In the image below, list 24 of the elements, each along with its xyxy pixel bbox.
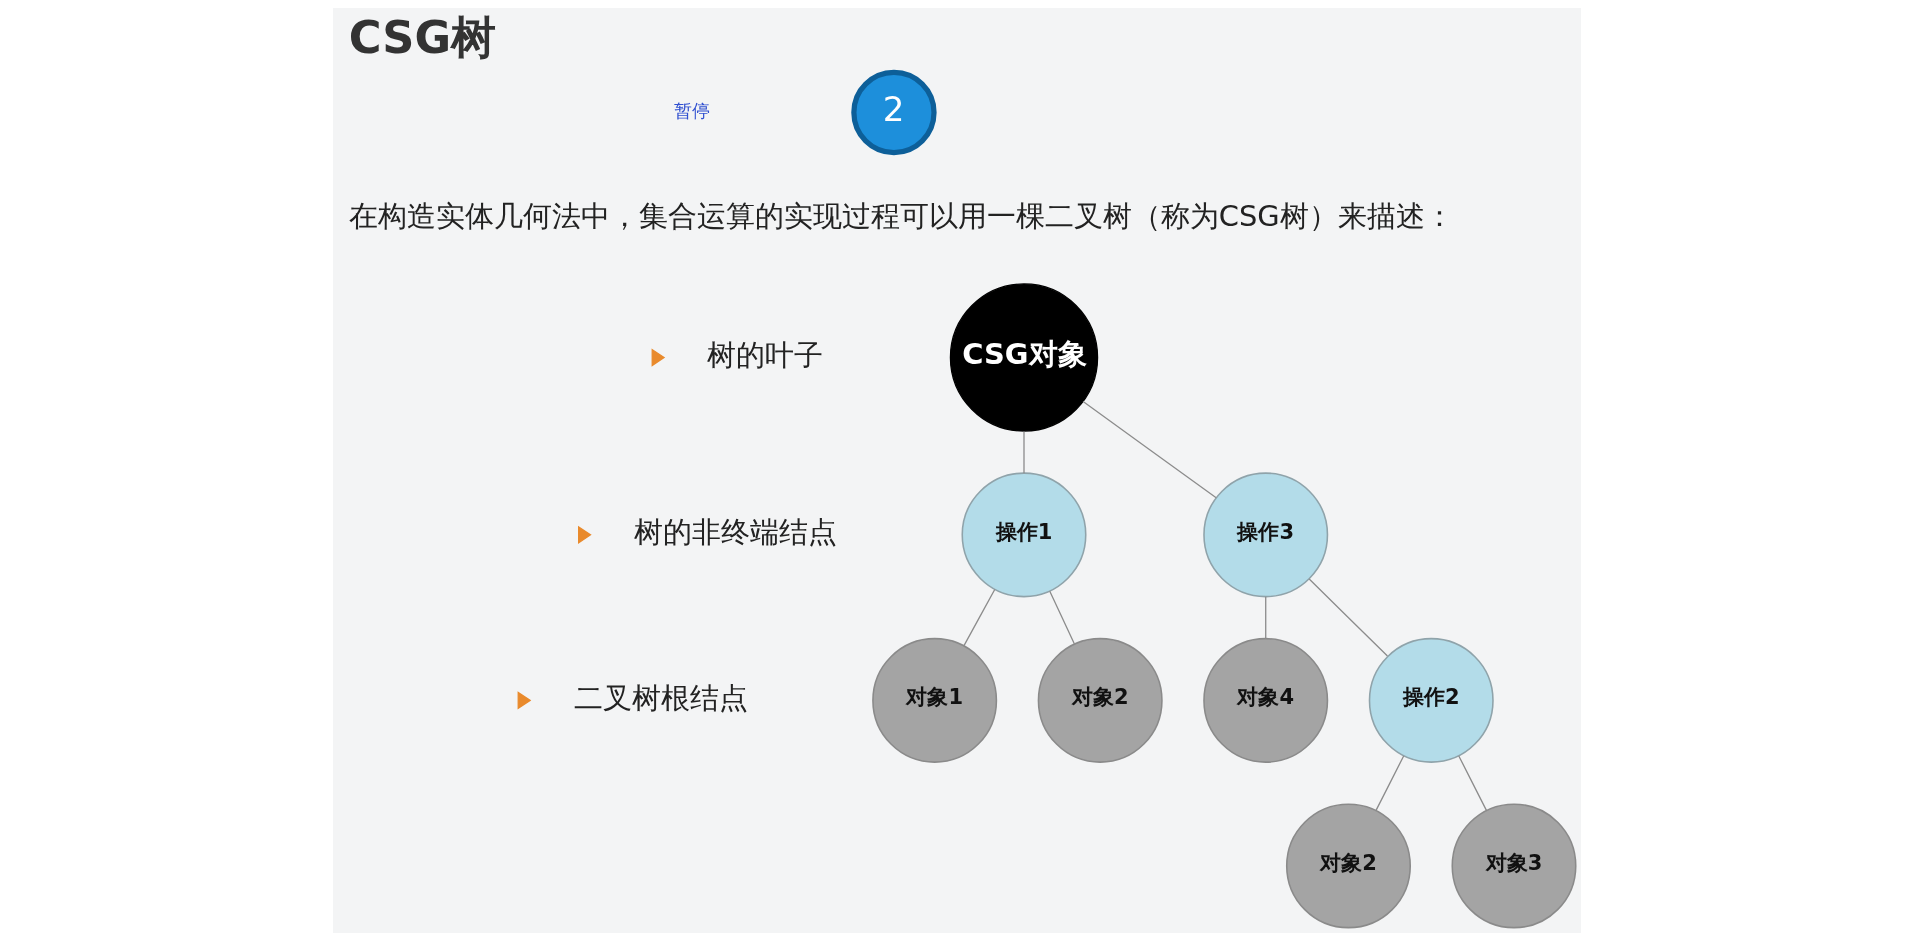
label: 在构造实体几何法中，集合运算的实现过程可以用一棵二叉树（称为CSG树）来描述： (348, 198, 1454, 233)
label: 二叉树根结点 (574, 680, 749, 715)
node-circle: 对象4 (1203, 637, 1329, 763)
node-circle: 操作1 (961, 472, 1087, 598)
node-circle: CSG对象 (949, 283, 1099, 432)
connector (1308, 578, 1389, 657)
connector (1375, 755, 1405, 812)
node-circle: 操作2 (1368, 637, 1494, 763)
diagram-title: CSG树 (348, 12, 497, 65)
label: 树的叶子 (707, 337, 824, 372)
label: 树的非终端结点 (634, 515, 838, 550)
connector (1458, 755, 1488, 812)
node-circle: 2 (851, 69, 937, 156)
connector (1023, 430, 1025, 474)
connector (1265, 596, 1267, 640)
connector (1049, 590, 1076, 645)
node-circle: 对象1 (872, 637, 998, 763)
node-circle: 对象3 (1451, 803, 1577, 929)
connector (963, 588, 996, 647)
node-circle: 对象2 (1037, 637, 1163, 763)
label: 暂停 (673, 100, 710, 122)
node-circle: 对象2 (1285, 803, 1411, 929)
node-circle: 操作3 (1203, 472, 1329, 598)
connector (1082, 400, 1217, 499)
